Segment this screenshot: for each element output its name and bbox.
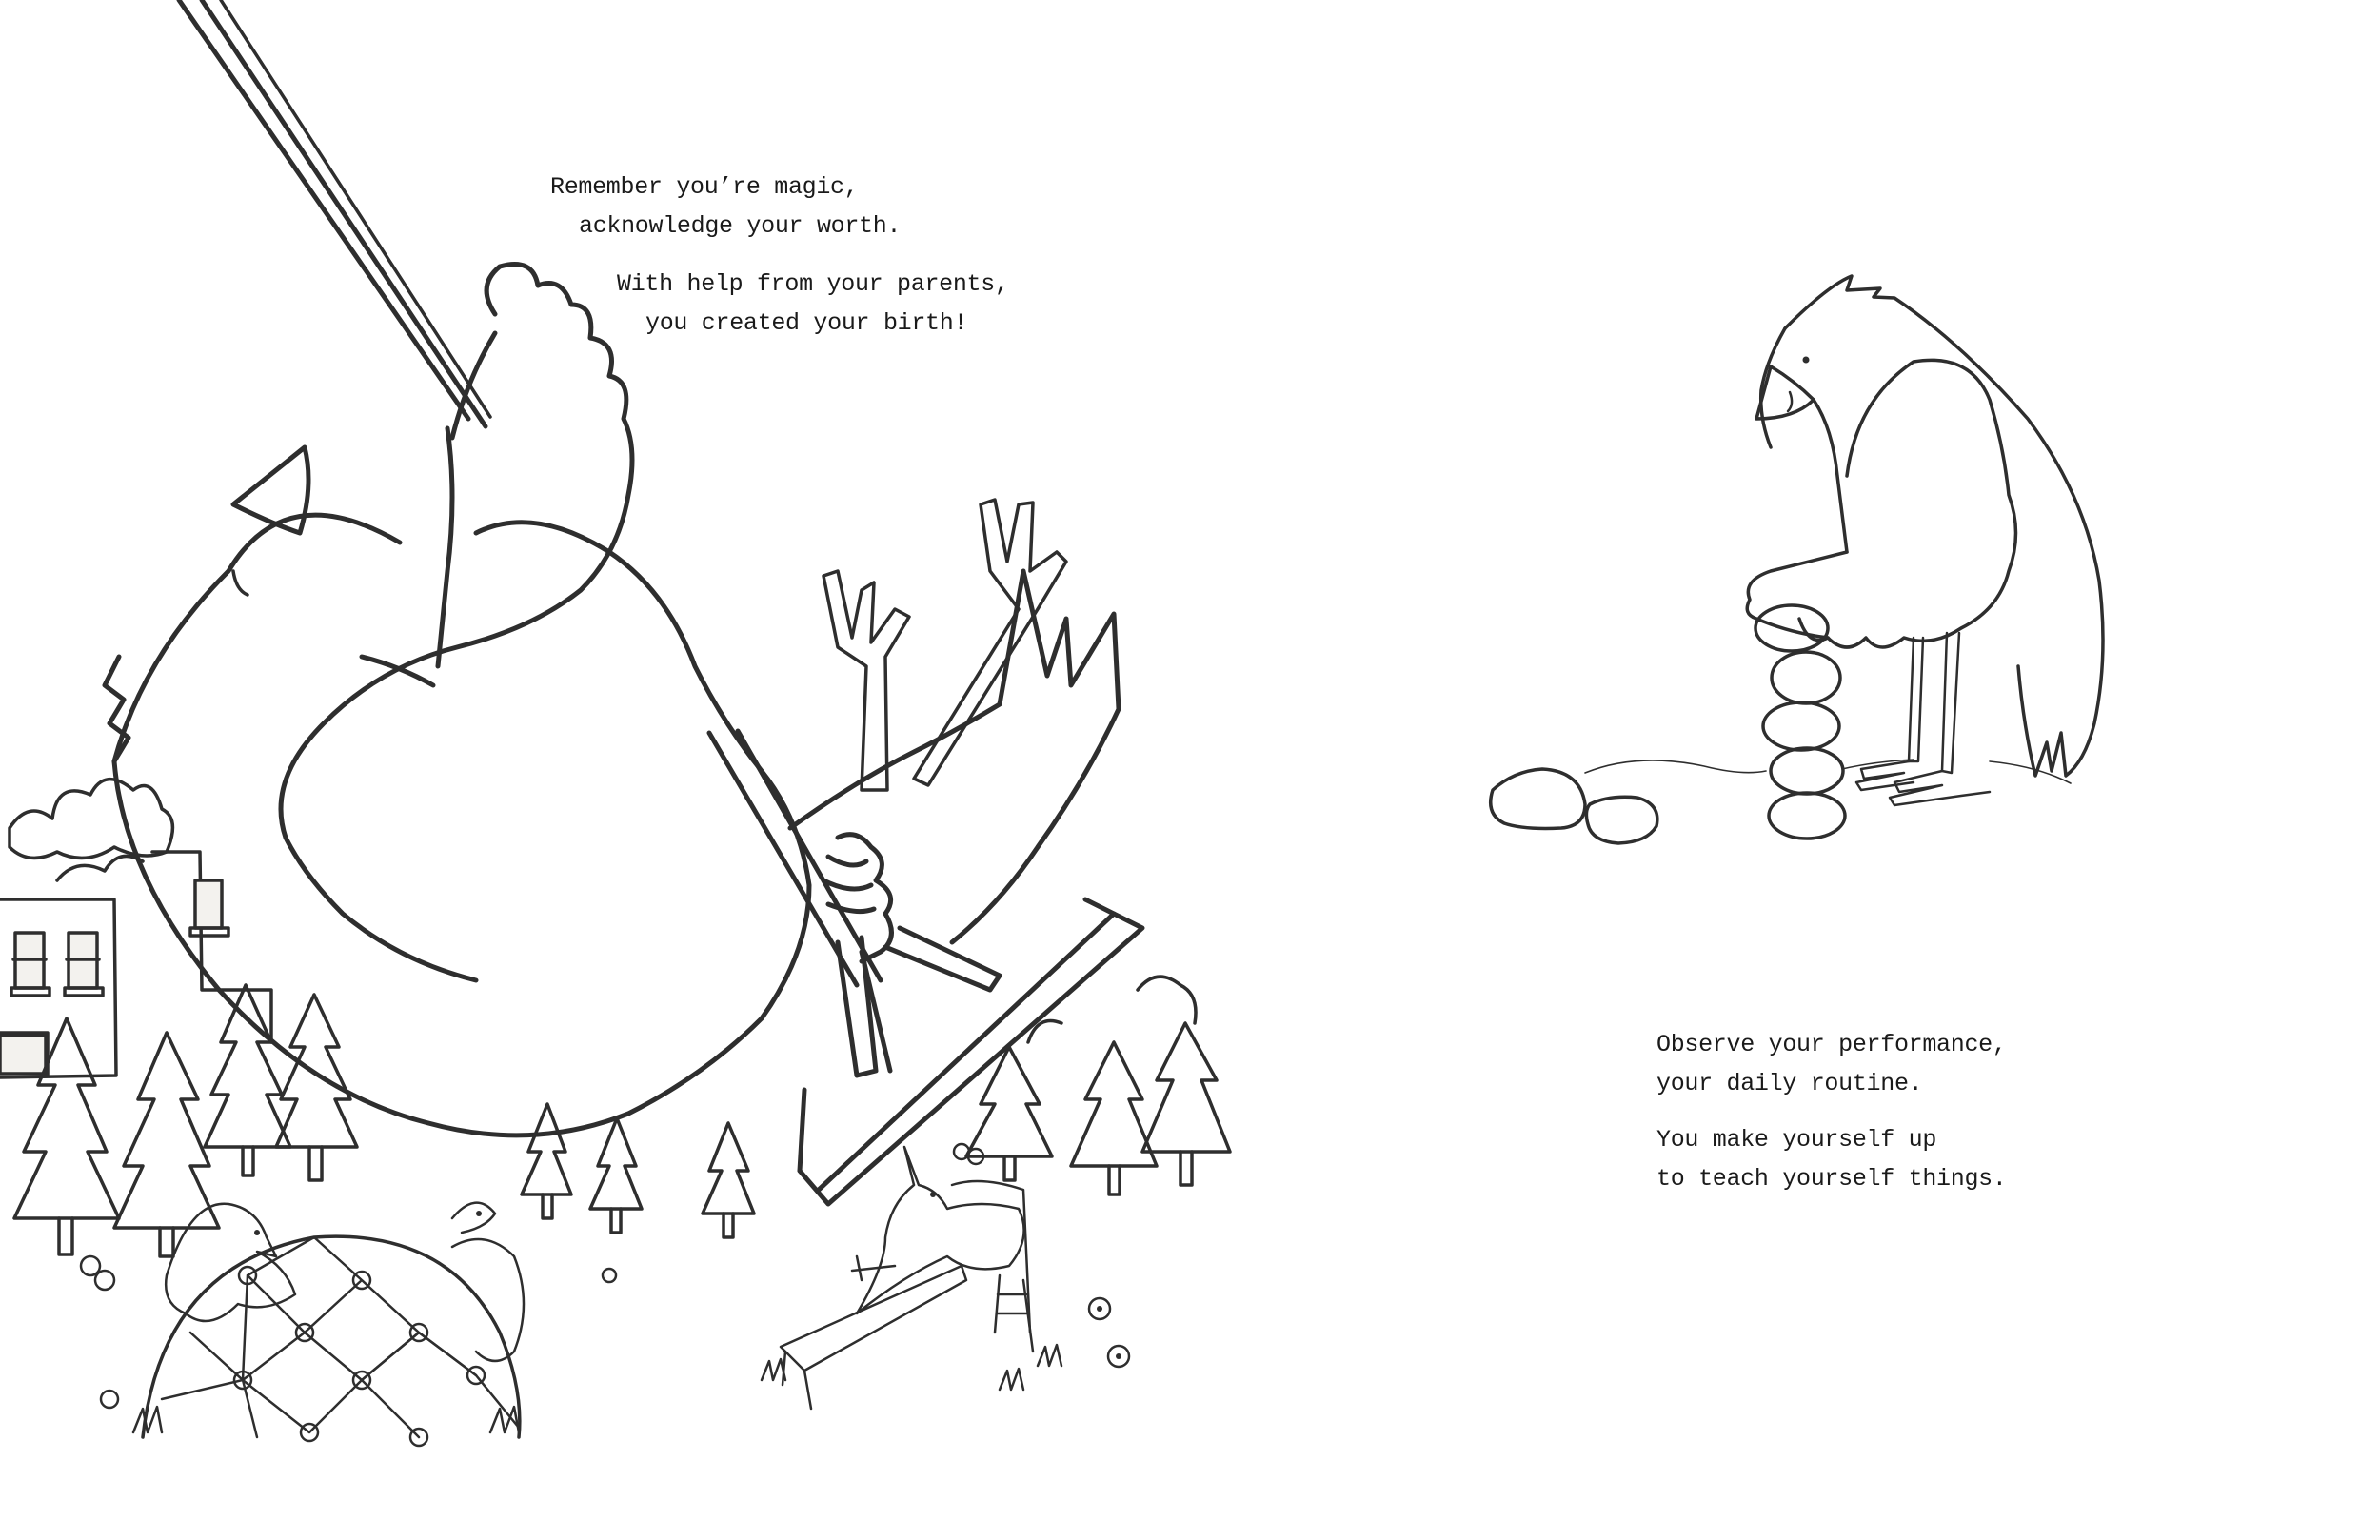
verse-line: you created your birth! bbox=[645, 309, 968, 337]
verse-line: Remember you’re magic, bbox=[550, 173, 859, 201]
bush-icon bbox=[8, 778, 175, 882]
flower-icon bbox=[79, 1142, 1131, 1410]
verse-line: your daily routine. bbox=[1656, 1070, 1923, 1097]
right-page bbox=[1190, 0, 2380, 1540]
pine-tree-icon bbox=[964, 975, 1232, 1196]
slide-icon bbox=[779, 1179, 1035, 1411]
verse-line: to teach yourself things. bbox=[1656, 1165, 2007, 1193]
verse-remember-magic: Remember you’re magic, acknowledge your … bbox=[550, 168, 901, 246]
swinging-bird-icon bbox=[102, 262, 1121, 1138]
verse-help-from-parents: With help from your parents, you created… bbox=[617, 265, 1009, 343]
dome-climber-icon bbox=[141, 1234, 522, 1448]
stacked-stones-icon bbox=[1754, 603, 1847, 840]
loose-stones-icon bbox=[1489, 767, 1659, 845]
ground-line-icon bbox=[1584, 759, 2072, 784]
verse-observe-performance: Observe your performance, your daily rou… bbox=[1656, 1025, 2007, 1198]
building-icon bbox=[0, 850, 273, 1079]
verse-line: You make yourself up bbox=[1656, 1126, 1937, 1154]
swing-seat-icon bbox=[797, 832, 1145, 1207]
verse-line: acknowledge your worth. bbox=[579, 212, 902, 240]
bird-on-dome-icon bbox=[164, 1201, 526, 1363]
pine-tree-icon bbox=[12, 983, 756, 1258]
verse-line: Observe your performance, bbox=[1656, 1031, 2007, 1058]
verse-line: With help from your parents, bbox=[617, 270, 1009, 298]
stanza-gap bbox=[1656, 1103, 2007, 1120]
observing-bird-icon bbox=[1745, 274, 2105, 807]
grass-icon bbox=[131, 1343, 1063, 1434]
bird-on-slide-icon bbox=[850, 1145, 1025, 1315]
